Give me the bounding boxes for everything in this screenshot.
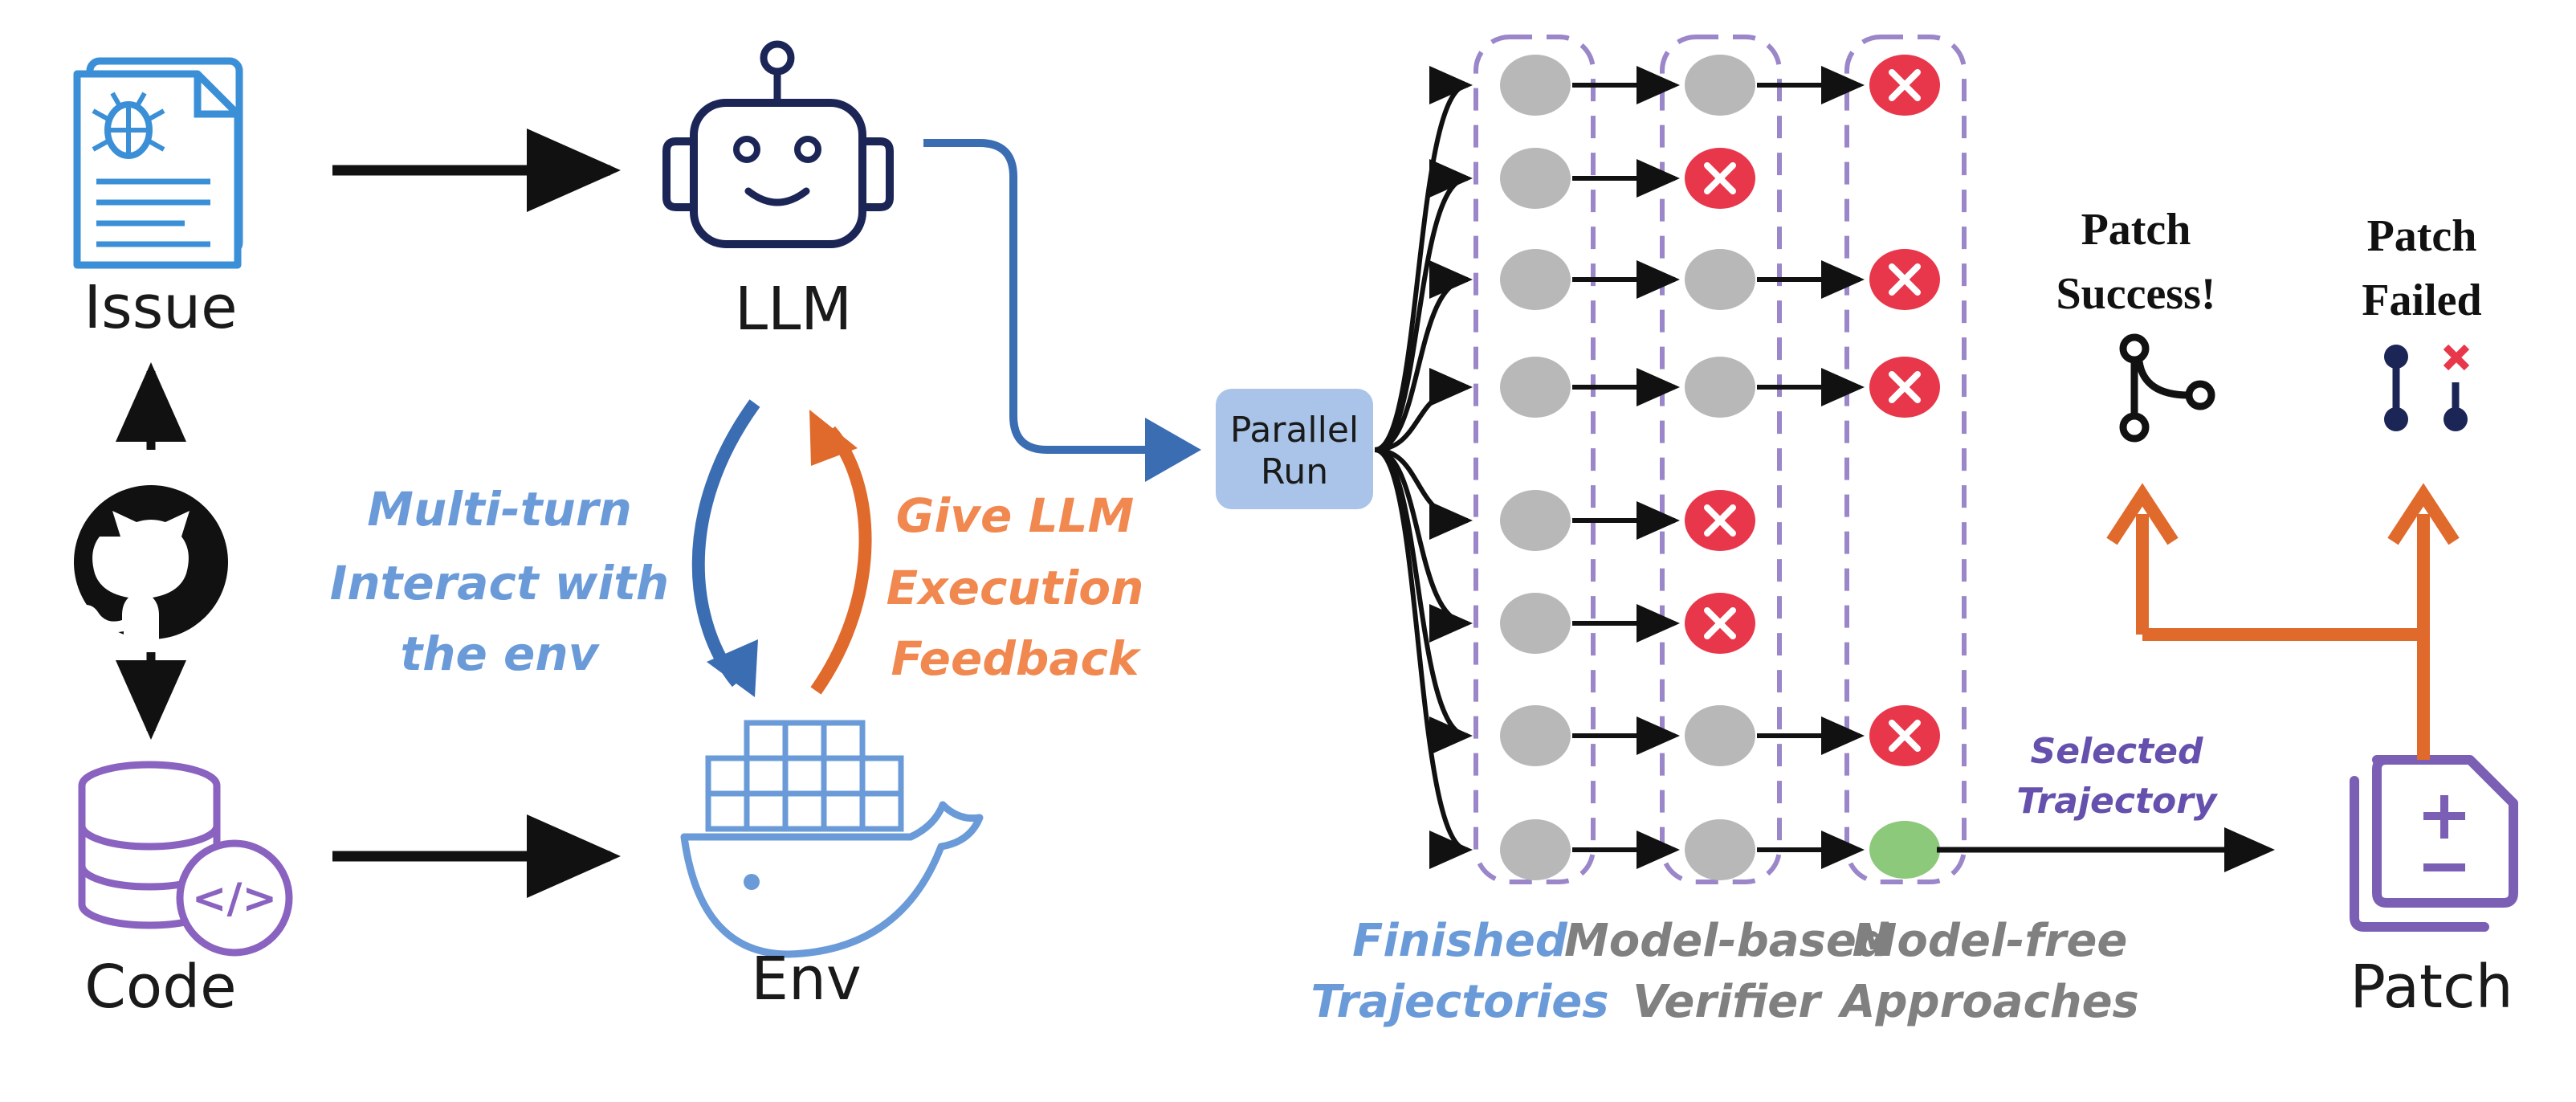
fail-x-icon [1685, 593, 1755, 654]
fail-x-icon [1869, 357, 1940, 418]
trajectory-row [1500, 705, 1940, 766]
fanout-arrows [1374, 66, 1473, 869]
model-free-label-line1: Model-free [1853, 915, 2128, 967]
multi-turn-line1: Multi-turn [367, 482, 631, 537]
trajectory-row [1500, 490, 1755, 551]
github-icon [74, 485, 228, 647]
trajectory-node [1500, 705, 1571, 766]
model-free-approaches-column [1844, 35, 1967, 884]
parallel-run-line1: Parallel [1230, 410, 1359, 451]
model-free-label-line2: Approaches [1837, 976, 2139, 1028]
arrow-to-success-head [2106, 483, 2179, 545]
trajectory-node [1500, 249, 1571, 310]
llm-label: LLM [735, 275, 852, 344]
arrow-env-to-llm [810, 426, 872, 695]
feedback-line3: Feedback [891, 631, 1142, 686]
fail-x-icon [1869, 249, 1940, 310]
trajectory-node [1500, 148, 1571, 209]
issue-icon [73, 57, 243, 269]
patch-document-icon [2350, 755, 2518, 932]
fanout-arrow [1374, 368, 1473, 452]
trajectory-row [1500, 357, 1940, 418]
fail-x-icon [1685, 148, 1755, 209]
arrow-llm-to-env [691, 399, 760, 688]
arrow-patch-to-outcomes [2136, 514, 2430, 760]
fanout-arrow [1374, 260, 1473, 452]
feedback-line2: Execution [887, 561, 1144, 615]
trajectory-row [1500, 249, 1940, 310]
trajectory-node [1685, 249, 1755, 310]
fanout-arrow [1374, 447, 1473, 540]
trajectory-node [1685, 55, 1755, 116]
fail-x-icon [1685, 490, 1755, 551]
fanout-arrow [1374, 447, 1473, 869]
trajectory-node [1685, 357, 1755, 418]
robot-icon [662, 40, 894, 248]
env-label: Env [751, 945, 861, 1014]
fail-x-icon [1869, 55, 1940, 116]
finished-label-line2: Trajectories [1310, 976, 1608, 1028]
trajectory-node [1500, 593, 1571, 654]
selected-node [1869, 821, 1940, 879]
parallel-run-box [1216, 389, 1373, 509]
arrow-llm-to-env-head [707, 639, 758, 697]
model-based-verifier-column [1660, 35, 1782, 884]
git-branch-failed-icon [2384, 344, 2470, 431]
multi-turn-line3: the env [401, 627, 601, 681]
model-based-label-line2: Verifier [1632, 976, 1823, 1028]
code-glyph: </> [192, 875, 277, 923]
git-merge-icon [2119, 333, 2215, 443]
arrow-to-failed-head [2387, 483, 2460, 545]
trajectory-row [1500, 55, 1940, 116]
trajectory-row [1500, 148, 1755, 209]
arrow-env-to-llm-head [809, 410, 858, 466]
trajectory-node [1500, 490, 1571, 551]
multi-turn-line2: Interact with [330, 556, 669, 610]
fanout-arrow [1374, 159, 1473, 452]
selected-label-line2: Trajectory [2016, 781, 2219, 822]
patch-label: Patch [2350, 953, 2513, 1022]
trajectory-node [1685, 705, 1755, 766]
docker-whale-icon [680, 720, 984, 958]
code-label: Code [84, 953, 236, 1022]
fanout-arrow [1374, 66, 1473, 452]
arrow-llm-to-parallel-run [923, 139, 1201, 482]
success-label-line1: Patch [2081, 205, 2191, 255]
trajectory-rows [1500, 55, 1940, 880]
failed-label-line2: Failed [2362, 276, 2481, 325]
fanout-arrow [1374, 447, 1473, 643]
feedback-line1: Give LLM [896, 488, 1134, 543]
trajectory-node [1685, 819, 1755, 880]
trajectory-node [1500, 357, 1571, 418]
success-label-line2: Success! [2056, 269, 2215, 319]
trajectory-row [1500, 593, 1755, 654]
fail-x-icon [1869, 705, 1940, 766]
finished-trajectories-column [1473, 35, 1596, 884]
issue-label: Issue [84, 273, 237, 342]
parallel-run-line2: Run [1261, 451, 1328, 492]
selected-label-line1: Selected [2031, 731, 2203, 772]
trajectory-row [1500, 819, 1940, 880]
model-based-label-line1: Model-based [1564, 915, 1889, 967]
code-icon: </> [78, 761, 293, 957]
failed-label-line1: Patch [2367, 211, 2477, 261]
trajectory-node [1500, 819, 1571, 880]
trajectory-node [1500, 55, 1571, 116]
finished-label-line1: Finished [1352, 915, 1568, 967]
